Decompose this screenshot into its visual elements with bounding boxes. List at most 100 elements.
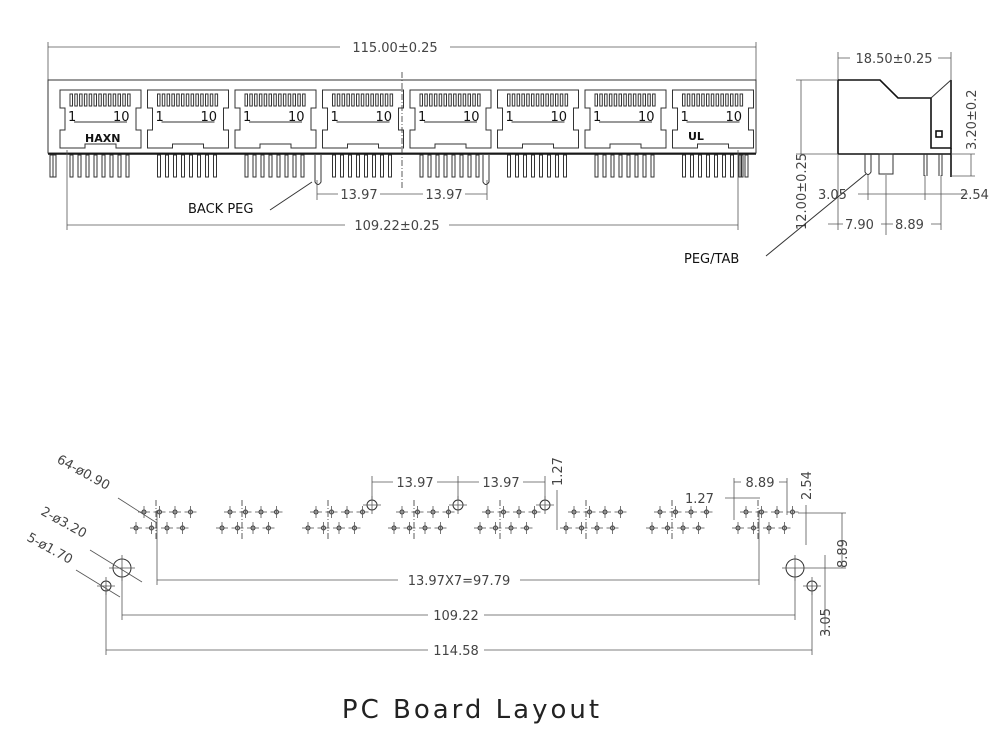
pcb-hole-small	[341, 506, 353, 518]
contact	[254, 93, 258, 107]
pin	[515, 154, 519, 178]
contact	[710, 93, 715, 107]
contact	[302, 93, 306, 107]
contact	[69, 93, 73, 107]
contact	[384, 93, 389, 107]
contact	[365, 93, 370, 107]
contact	[79, 93, 83, 107]
pin	[372, 154, 376, 178]
side-body-top	[838, 79, 952, 149]
pin	[348, 154, 352, 178]
contact	[195, 93, 199, 107]
port-outline	[497, 89, 579, 149]
pcb-hole-small	[419, 522, 431, 534]
contact	[531, 93, 535, 107]
pin	[555, 154, 559, 178]
contact	[166, 93, 171, 107]
pin	[260, 154, 265, 178]
pcb-hole-small	[348, 522, 361, 534]
contact	[623, 93, 627, 107]
pin	[650, 154, 655, 178]
contact	[642, 93, 646, 107]
contact	[438, 93, 443, 107]
pcb-hole-small	[474, 522, 486, 534]
pcb-hole-small	[677, 522, 689, 534]
pin	[125, 154, 130, 178]
pcb-hole-small	[732, 522, 744, 534]
peg-tab-leader	[765, 173, 867, 257]
contact	[209, 93, 214, 107]
contact	[214, 93, 219, 107]
contact	[564, 93, 569, 107]
pcb-hole-small	[130, 522, 142, 534]
contact	[511, 93, 516, 107]
contact	[351, 93, 355, 107]
contact	[419, 93, 423, 107]
contact	[190, 93, 195, 107]
pin-number-first: 1	[243, 110, 251, 125]
contact	[356, 93, 360, 107]
callout-leader-small	[117, 497, 158, 524]
label-bg	[338, 186, 380, 201]
contact	[613, 93, 618, 107]
pcb-hole-small	[247, 522, 259, 534]
contact	[287, 93, 292, 107]
contact	[181, 93, 185, 107]
label-bg	[423, 186, 465, 201]
pcb-hole-small	[606, 522, 619, 534]
contact	[336, 93, 341, 107]
pcb-hole-small	[755, 506, 768, 518]
pcb-hole-small	[434, 522, 447, 534]
pin	[610, 154, 615, 178]
contact	[249, 93, 253, 107]
contact	[205, 93, 209, 107]
pin	[157, 154, 161, 178]
back-peg	[482, 155, 490, 185]
contact	[608, 93, 613, 107]
pin-number-last: 10	[376, 110, 393, 125]
peg-span-label: 109.22	[433, 609, 479, 624]
dim-254-label: 2.54	[960, 188, 989, 203]
pitch-b-label: 13.97	[482, 476, 519, 491]
pin	[730, 154, 734, 178]
pcb-hole-small	[239, 506, 252, 518]
pcb-hole-small	[216, 522, 228, 534]
side-post	[878, 153, 894, 175]
pin	[109, 154, 114, 178]
pin	[244, 154, 249, 178]
pin	[356, 154, 360, 178]
pin	[475, 154, 480, 178]
pcb-hole-small	[224, 506, 236, 518]
pin-number-last: 10	[726, 110, 743, 125]
pin-span-label: 109.22±0.25	[354, 219, 439, 234]
label-bg	[741, 474, 779, 489]
pitch-right-label: 13.97	[425, 188, 462, 203]
total-pitch-label: 13.97X7=97.79	[408, 574, 511, 589]
tab-pin	[52, 154, 57, 178]
dim-305-label: 3.05	[818, 188, 847, 203]
pin-number-last: 10	[113, 110, 130, 125]
label-bg	[893, 217, 931, 231]
contact	[734, 93, 739, 107]
contact	[171, 93, 175, 107]
pin-number-first: 1	[593, 110, 601, 125]
pin	[340, 154, 344, 178]
pin	[364, 154, 368, 178]
pcb-hole-small	[482, 506, 494, 518]
pcb-hole-small	[396, 506, 408, 518]
contact	[555, 93, 559, 107]
pin-length-label: 3.20±0.2	[965, 89, 980, 150]
label-bg	[345, 217, 449, 233]
contact	[652, 93, 656, 107]
pin	[451, 154, 456, 178]
pitch-left-label: 13.97	[340, 188, 377, 203]
pin-number-first: 1	[68, 110, 76, 125]
hole-callout-tab: 5-ø1.70	[24, 530, 75, 567]
pcb-hole-small	[575, 522, 588, 534]
pcb-hole-small	[763, 522, 775, 534]
pin-number-first: 1	[681, 110, 689, 125]
pin	[547, 154, 551, 178]
back-peg-leader	[269, 181, 313, 211]
contact	[268, 93, 272, 107]
pcb-hole-small	[685, 506, 697, 518]
